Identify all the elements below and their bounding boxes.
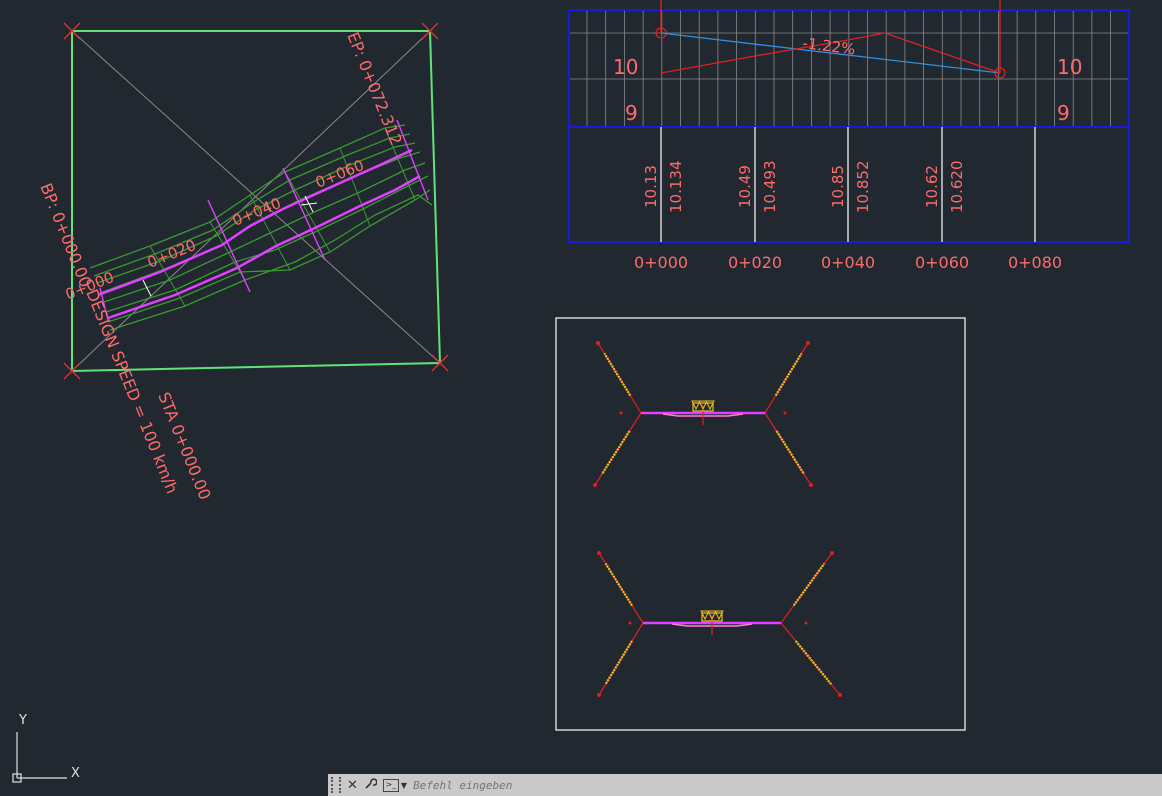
- point-marker-icon: [691, 400, 701, 411]
- cross-section-bottom[interactable]: [597, 551, 842, 697]
- daylight-point: [597, 551, 601, 555]
- ucs-x-label: X: [71, 766, 80, 781]
- marker-label: [701, 612, 723, 622]
- chevron-down-icon: ▼: [400, 780, 408, 790]
- command-line[interactable]: ✕ >_ ▼: [328, 774, 1162, 796]
- begin-point-label: BP: 0+000.00: [36, 180, 95, 290]
- plan-view[interactable]: 0+000 0+020 0+040 0+060 BP: 0+000.00 EP:…: [36, 22, 449, 502]
- offset-point: [804, 621, 808, 625]
- daylight-line: [597, 342, 642, 414]
- section-view[interactable]: [555, 317, 966, 731]
- slope-label: [603, 352, 632, 397]
- design-elevation-label: 10.852: [854, 161, 872, 214]
- slope-label: [794, 640, 833, 685]
- elevation-label: 9: [1057, 101, 1070, 125]
- daylight-point: [806, 341, 810, 345]
- daylight-point: [597, 693, 601, 697]
- design-elevation-label: 10.493: [761, 161, 779, 214]
- ucs-y-label: Y: [18, 713, 27, 728]
- elevation-label: 10: [613, 55, 638, 79]
- daylight-point: [830, 551, 834, 555]
- daylight-point: [809, 483, 813, 487]
- command-prompt-dropdown[interactable]: >_ ▼: [382, 778, 408, 792]
- point-marker-icon: [698, 400, 708, 411]
- band-station-label: 0+040: [821, 253, 875, 272]
- slope-label: [604, 640, 633, 685]
- wrench-icon[interactable]: [364, 777, 378, 794]
- data-band-frame[interactable]: [568, 126, 1130, 243]
- daylight-line: [764, 342, 809, 414]
- band-station-label: 0+000: [634, 253, 688, 272]
- daylight-point: [596, 341, 600, 345]
- frame-diagonal: [71, 30, 441, 364]
- elevation-label: 10: [1057, 55, 1082, 79]
- profile-grid: [569, 10, 1129, 127]
- crosshair-marks: [142, 195, 318, 297]
- end-point-label: EP: 0+072.312: [343, 29, 406, 147]
- section-viewport-frame[interactable]: [555, 317, 966, 731]
- point-marker-icon: [707, 610, 717, 621]
- elevation-label: 9: [625, 101, 638, 125]
- command-prompt-icon: >_: [382, 778, 399, 792]
- drag-grip-icon[interactable]: [331, 777, 341, 793]
- slope-label: [600, 430, 631, 475]
- point-marker-icon: [705, 400, 715, 411]
- alignment-centerline[interactable]: [97, 148, 421, 320]
- daylight-point: [838, 693, 842, 697]
- offset-point: [619, 411, 623, 415]
- cross-section-top[interactable]: [593, 341, 813, 487]
- existing-elevation-label: 10.49: [736, 165, 754, 208]
- existing-elevation-label: 10.62: [923, 165, 941, 208]
- command-input[interactable]: [411, 777, 976, 793]
- daylight-point: [593, 483, 597, 487]
- offset-point: [783, 411, 787, 415]
- design-elevation-label: 10.620: [948, 161, 966, 214]
- station-label: 0+060: [313, 156, 367, 192]
- existing-elevation-label: 10.13: [642, 165, 660, 208]
- slope-label: [775, 430, 806, 475]
- existing-ground-profile[interactable]: [660, 32, 1001, 74]
- ucs-icon: [12, 732, 67, 783]
- point-marker-icon: [714, 610, 724, 621]
- band-station-label: 0+080: [1008, 253, 1062, 272]
- station-label: 0+040: [230, 194, 284, 230]
- band-station-label: 0+060: [915, 253, 969, 272]
- slope-label: [774, 352, 803, 397]
- grade-label: -1.22%: [802, 34, 857, 58]
- marker-label: [692, 402, 714, 412]
- offset-point: [628, 621, 632, 625]
- existing-elevation-label: 10.85: [829, 165, 847, 208]
- close-icon[interactable]: ✕: [347, 777, 358, 793]
- point-marker-icon: [700, 610, 710, 621]
- corner-x-marker: [63, 22, 449, 380]
- band-station-label: 0+020: [728, 253, 782, 272]
- grade-tangent[interactable]: [660, 32, 1001, 74]
- data-band: 10.13 10.134 0+000 10.49 10.493 0+020 10.85 10.…: [634, 127, 1062, 272]
- corridor-lines: [89, 124, 433, 331]
- slope-label: [792, 562, 826, 607]
- corridor-sample-lines: [149, 127, 416, 307]
- design-elevation-label: 10.134: [667, 161, 685, 214]
- slope-label: [604, 562, 633, 607]
- station-ticks: [99, 119, 429, 321]
